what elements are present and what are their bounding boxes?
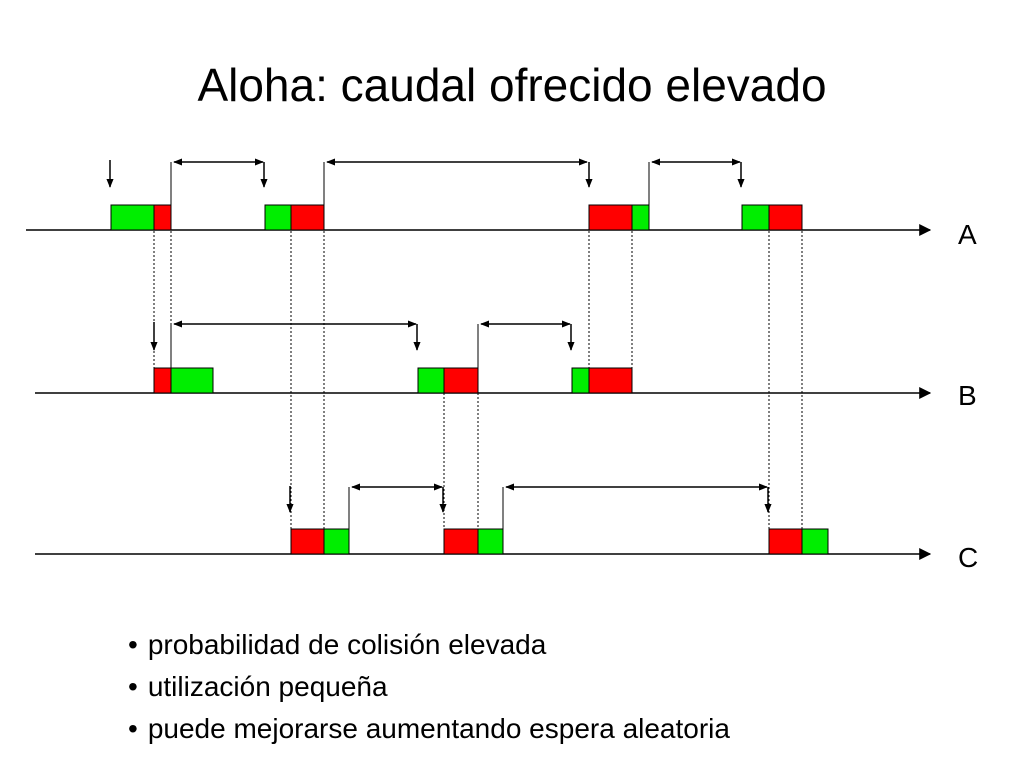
bullet-item: puede mejorarse aumentando espera aleato…: [128, 708, 730, 750]
frame-collision: [443, 367, 479, 394]
frames-station-a: [110, 204, 803, 231]
frame-ok: [631, 204, 650, 231]
frame-collision: [290, 204, 325, 231]
frames-station-b: [153, 367, 633, 394]
transmit-arrows: [106, 160, 772, 513]
slide-title: Aloha: caudal ofrecido elevado: [197, 59, 827, 111]
frame-collision: [153, 367, 172, 394]
backoff-arrows: [173, 158, 768, 491]
frame-collision: [588, 367, 633, 394]
bullet-item: utilización pequeña: [128, 666, 730, 708]
station-label-a: A: [958, 219, 977, 250]
bullet-item: probabilidad de colisión elevada: [128, 624, 730, 666]
frame-ok: [741, 204, 770, 231]
backoff-connectors: [170, 162, 650, 529]
station-label-b: B: [958, 380, 977, 411]
frame-ok: [801, 528, 829, 555]
frame-collision: [768, 528, 803, 555]
frame-collision: [588, 204, 633, 231]
frame-ok: [170, 367, 214, 394]
frame-collision: [443, 528, 479, 555]
frame-collision: [768, 204, 803, 231]
frame-ok: [477, 528, 504, 555]
bullet-list: probabilidad de colisión elevada utiliza…: [128, 624, 730, 750]
frame-ok: [571, 367, 590, 394]
frames-station-c: [290, 528, 829, 555]
frame-ok: [264, 204, 292, 231]
station-label-c: C: [958, 542, 978, 573]
frame-collision: [153, 204, 172, 231]
frame-ok: [417, 367, 445, 394]
frame-collision: [290, 528, 325, 555]
frame-ok: [110, 204, 155, 231]
frame-ok: [323, 528, 350, 555]
